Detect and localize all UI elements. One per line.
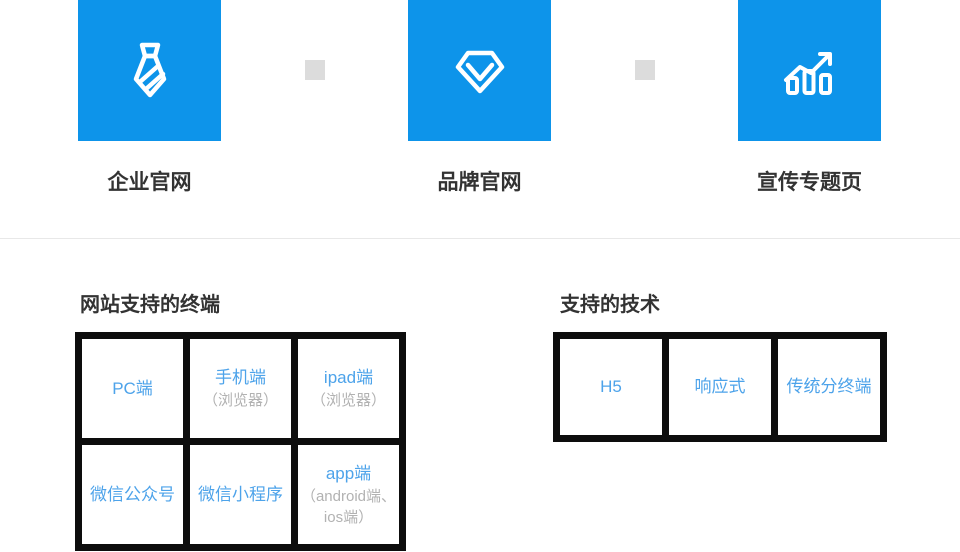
cell-title: 微信小程序 [198,484,283,504]
cell-title: app端 [325,463,372,483]
tech-cell-h5: H5 [560,339,662,435]
diamond-icon [450,41,510,101]
terminal-cell-wechat-miniprogram: 微信小程序 [190,445,291,544]
feature-tile-corporate-site [78,0,221,141]
cell-title: 手机端 [215,368,266,387]
tech-table: H5 响应式 传统分终端 [553,332,887,442]
cell-subtitle: （浏览器） [202,392,278,409]
decorative-square [635,60,655,80]
terminals-section-heading: 网站支持的终端 [80,294,220,316]
feature-tile-promo-page [738,0,881,141]
tech-cell-traditional: 传统分终端 [778,339,880,435]
terminal-cell-ipad: ipad端 （浏览器） [298,339,399,438]
cell-subtitle: （android端、ios端） [300,487,397,526]
terminal-cell-wechat-official: 微信公众号 [82,445,183,544]
cell-title: ipad端 [323,368,374,387]
tie-icon [120,41,180,101]
terminal-cell-pc: PC端 [82,339,183,438]
feature-tile-label: 企业官网 [107,171,192,194]
cell-title: PC端 [112,378,153,398]
cell-subtitle: （浏览器） [310,392,386,409]
terminals-table: PC端 手机端 （浏览器） ipad端 （浏览器） 微信公众号 微信小程序 ap… [75,332,406,551]
tech-cell-responsive: 响应式 [669,339,771,435]
terminal-cell-app: app端 （android端、ios端） [298,445,399,544]
feature-tile-label: 宣传专题页 [757,171,862,194]
growth-chart-icon [780,41,840,101]
section-divider [0,238,960,239]
feature-tile-label: 品牌官网 [437,171,522,194]
terminal-cell-mobile: 手机端 （浏览器） [190,339,291,438]
cell-title: H5 [600,377,622,396]
cell-title: 传统分终端 [786,377,872,396]
decorative-square [305,60,325,80]
cell-title: 响应式 [694,377,746,396]
tech-section-heading: 支持的技术 [560,294,660,316]
feature-tile-brand-site [408,0,551,141]
cell-title: 微信公众号 [90,484,175,504]
